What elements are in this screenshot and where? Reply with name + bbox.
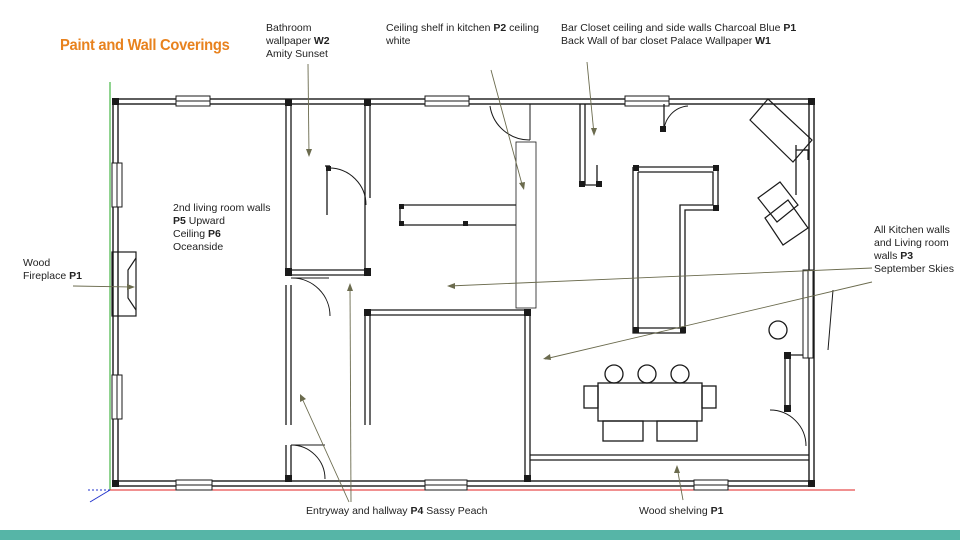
exterior-walls xyxy=(112,98,815,487)
arrowheads xyxy=(127,128,680,473)
note-wood-shelving: Wood shelving P1 xyxy=(639,505,724,517)
doors xyxy=(290,104,834,480)
axes xyxy=(88,82,855,503)
wall-posts xyxy=(112,98,815,487)
note-second-living-room: 2nd living room walls P5 Upward Ceiling … xyxy=(173,202,271,253)
footer-bar xyxy=(0,530,960,540)
note-kitchen-living-walls: All Kitchen walls and Living room walls … xyxy=(874,224,954,275)
note-ceiling-shelf: Ceiling shelf in kitchen P2 ceiling whit… xyxy=(386,22,539,47)
page-title: Paint and Wall Coverings xyxy=(60,37,230,54)
axis-z xyxy=(89,489,111,503)
note-bathroom-wallpaper: Bathroom wallpaper W2 Amity Sunset xyxy=(266,22,330,60)
interior-walls xyxy=(285,104,809,481)
note-wood-fireplace: Wood Fireplace P1 xyxy=(23,257,82,282)
note-entryway-hallway: Entryway and hallway P4 Sassy Peach xyxy=(306,505,488,517)
leader-lines xyxy=(72,61,873,503)
note-bar-closet: Bar Closet ceiling and side walls Charco… xyxy=(561,22,797,47)
bar-stools-corner xyxy=(749,98,813,246)
dining-set xyxy=(583,320,788,442)
fireplace xyxy=(111,251,137,317)
windows xyxy=(111,95,814,491)
